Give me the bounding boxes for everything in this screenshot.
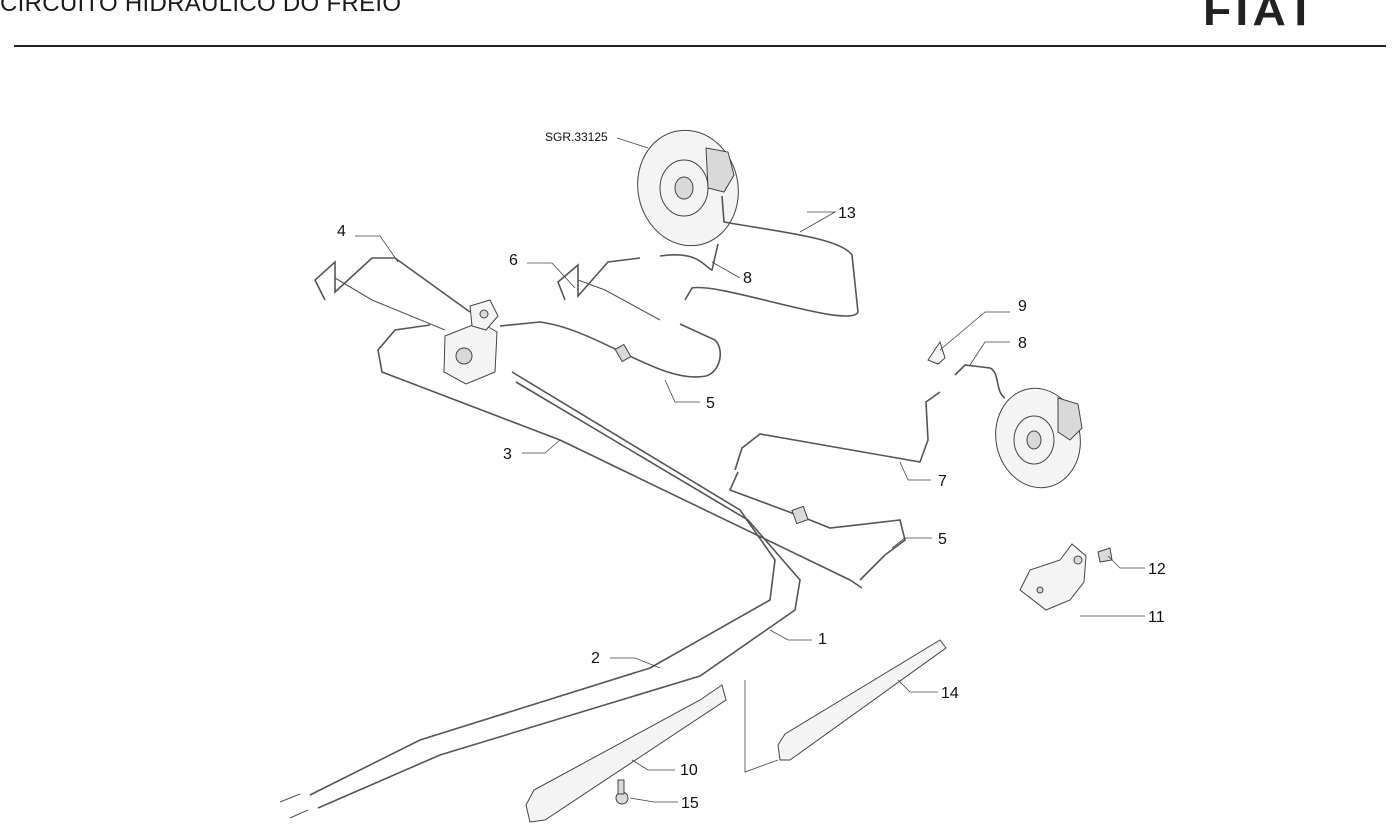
leader-4 — [355, 235, 399, 263]
leader-8a — [711, 261, 741, 279]
pipe-13-lower — [684, 286, 859, 317]
pipe-7 — [734, 391, 941, 471]
brake-valve-body — [443, 299, 499, 385]
leader-12 — [1107, 555, 1145, 569]
callout-12: 12 — [1148, 561, 1166, 578]
leader-10 — [631, 759, 675, 771]
shield-14 — [777, 639, 947, 761]
plug-12 — [1097, 547, 1113, 563]
leader-6 — [527, 262, 576, 289]
callout-9: 9 — [1018, 298, 1027, 315]
callout-13: 13 — [838, 205, 856, 222]
pipe-4-branch — [334, 277, 446, 331]
callout-11: 11 — [1148, 609, 1165, 626]
pipe-13 — [721, 195, 859, 313]
shield-10 — [525, 684, 727, 823]
pipe-3 — [377, 324, 863, 589]
header-divider — [14, 45, 1386, 47]
leader-2 — [610, 657, 661, 669]
upper-brake-disc — [637, 129, 739, 247]
leader-8b — [969, 341, 1010, 366]
leader-5a — [664, 379, 700, 403]
pipe-6-branch — [577, 279, 661, 321]
reference-code: SGR.33125 — [545, 130, 608, 144]
leader-14 — [897, 679, 938, 693]
bracket-11 — [1019, 543, 1087, 611]
callout-5-upper: 5 — [706, 395, 715, 412]
leader-9 — [939, 311, 1010, 351]
hose-5-upper — [499, 321, 722, 378]
pipe-end-fittings — [279, 793, 309, 819]
hose-5-lower — [728, 471, 906, 556]
shield-link-leader — [744, 680, 779, 773]
hose-8-upper — [659, 243, 719, 272]
pipe-1 — [317, 381, 801, 809]
callout-10: 10 — [680, 762, 698, 779]
lower-brake-disc — [995, 387, 1083, 489]
callout-5-lower: 5 — [938, 531, 947, 548]
hose-5-lower-end — [859, 554, 886, 581]
leader-13 — [799, 211, 837, 233]
pipe-2 — [309, 371, 776, 796]
leader-5b — [891, 537, 932, 549]
callout-15: 15 — [681, 795, 699, 812]
fiat-logo: FIAT — [1203, 0, 1320, 35]
callout-4: 4 — [337, 223, 346, 240]
callout-1: 1 — [818, 631, 827, 648]
page-title: CIRCUITO HIDRÁULICO DO FREIO — [0, 0, 402, 17]
pipe-6 — [557, 257, 641, 301]
leader-15 — [629, 797, 678, 803]
clip-9 — [927, 340, 946, 365]
callout-6: 6 — [509, 252, 518, 269]
hose-8-lower — [954, 364, 1006, 399]
callout-3: 3 — [503, 446, 512, 463]
leader-7 — [899, 461, 931, 481]
callout-8-lower: 8 — [1018, 335, 1027, 352]
callout-14: 14 — [941, 685, 959, 702]
pipe-4 — [314, 257, 471, 313]
callout-7: 7 — [938, 473, 947, 490]
reference-leader — [616, 137, 649, 149]
screw-15 — [615, 779, 629, 805]
leader-1 — [769, 629, 812, 641]
callout-2: 2 — [591, 650, 600, 667]
leader-3 — [522, 439, 561, 454]
callout-8-upper: 8 — [743, 270, 752, 287]
